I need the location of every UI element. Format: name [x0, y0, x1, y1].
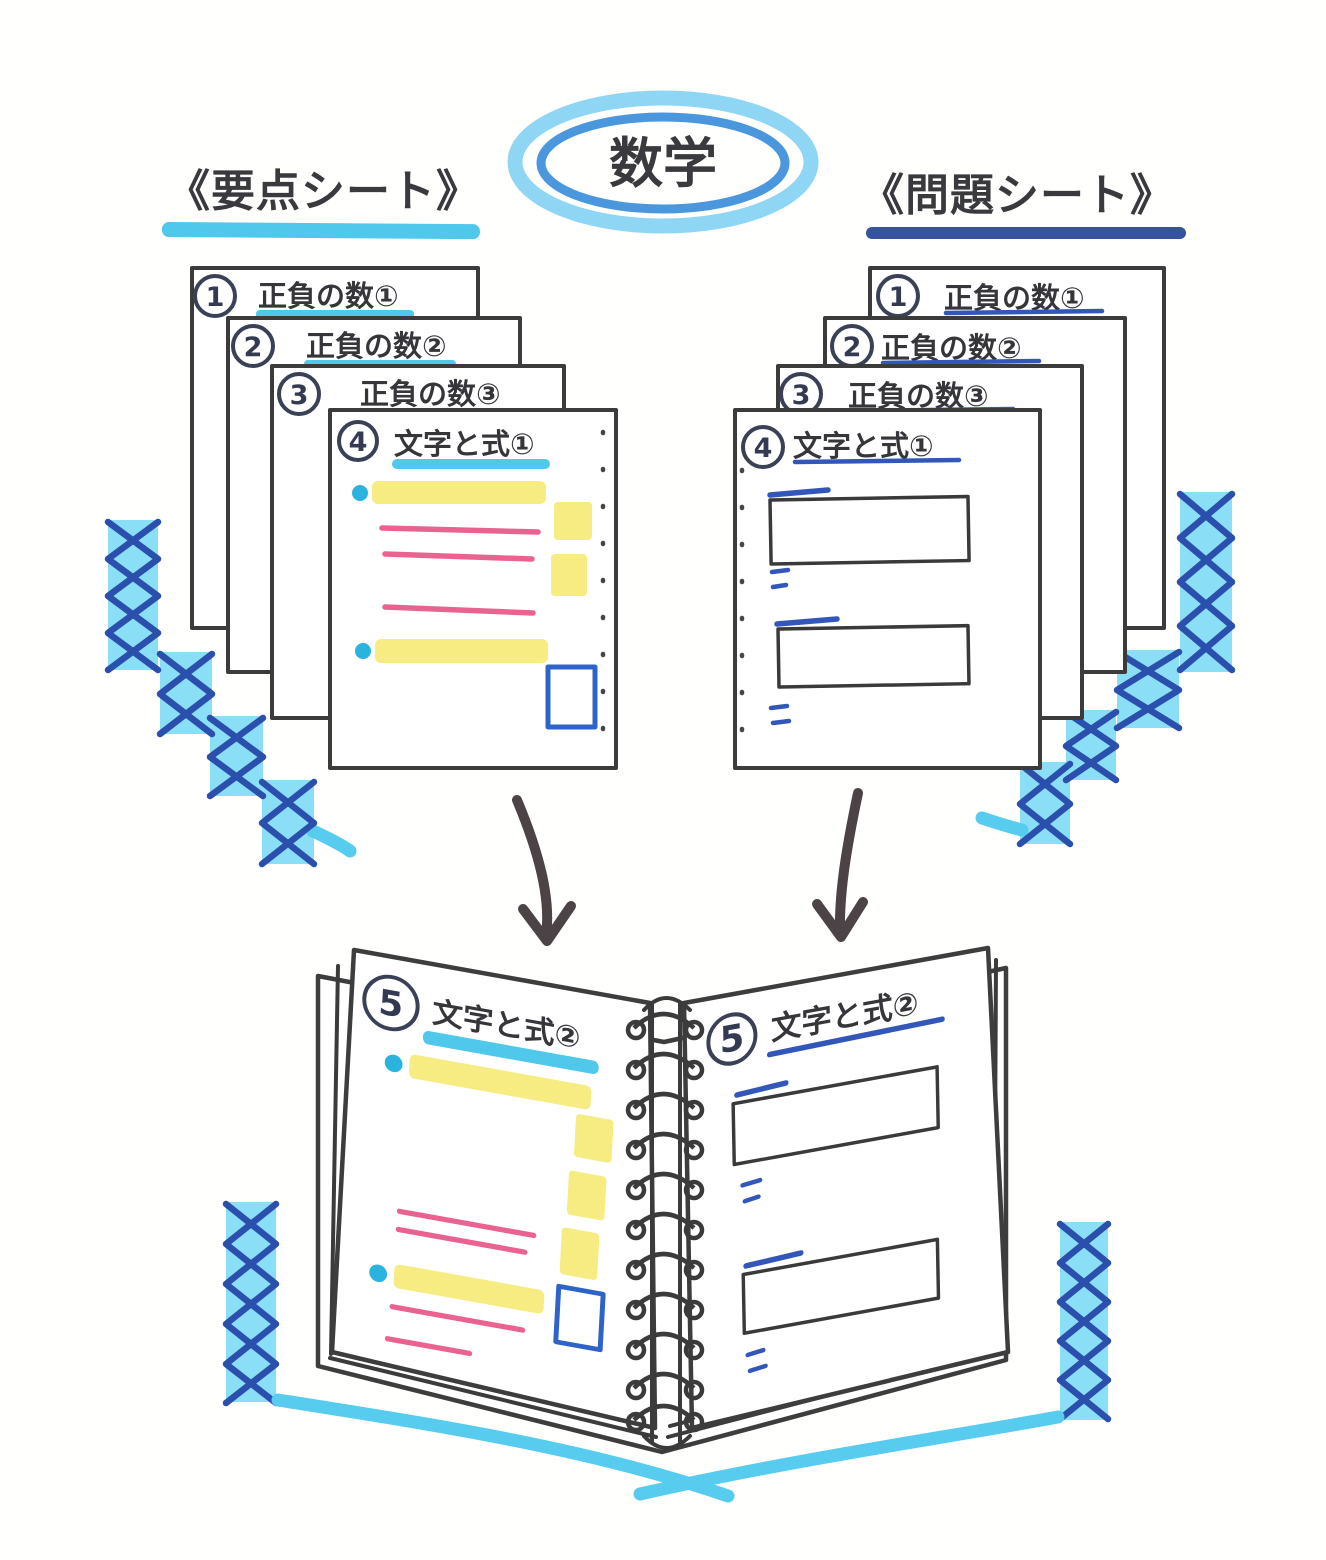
problem-heading-text: 《問題シート》	[860, 170, 1175, 221]
sheet-number: 2	[843, 332, 862, 363]
sheet-title: 文字と式①	[394, 427, 535, 461]
summary-sheet-4: 4 文字と式①	[328, 408, 618, 770]
summary-sheet-stack: 1 正負の数① 2 正負の数② 3 正負の数③ 4 文字と式①	[190, 266, 618, 770]
subject-oval-inner	[536, 112, 790, 214]
page-number-circle	[706, 1012, 758, 1066]
crosshatch-band-upper-right	[975, 490, 1236, 848]
problem-heading-underline	[866, 227, 1186, 239]
subject-title: 数学	[609, 132, 717, 195]
sheet-title-underline	[880, 358, 1042, 366]
page-title-underline	[766, 1016, 945, 1058]
page-number: 5	[719, 1015, 744, 1063]
sheet-number-circle	[277, 372, 321, 416]
summary-sheet-notes	[352, 429, 606, 753]
page-number-circle	[362, 974, 420, 1032]
answer-box	[731, 1065, 940, 1167]
sheet-title: 文字と式①	[793, 429, 934, 463]
sheet-number-circle	[741, 425, 785, 469]
arrow-right-down	[812, 788, 868, 942]
subject-oval-outer	[507, 90, 819, 234]
sheet-number: 1	[889, 282, 908, 313]
sheet-number: 4	[754, 433, 773, 464]
crosshatch-band-lower-left	[222, 1200, 280, 1407]
problem-heading: 《問題シート》	[860, 170, 1186, 239]
sheet-number: 1	[206, 282, 225, 313]
left-page-content: 5 文字と式②	[362, 974, 614, 1357]
summary-heading-underline	[161, 222, 480, 240]
answer-box	[776, 623, 971, 689]
page-title-highlight	[422, 1031, 599, 1074]
sheet-title-highlight	[392, 459, 550, 469]
crosshatch-band-upper-left	[104, 518, 357, 868]
problem-sheet-4: 4 文字と式①	[733, 408, 1042, 770]
summary-heading: 《要点シート》	[161, 166, 481, 240]
cyan-swoosh-underline	[271, 1393, 1065, 1503]
subject-badge: 数学	[507, 90, 819, 234]
summary-heading-text: 《要点シート》	[166, 166, 481, 217]
sheet-number: 3	[290, 380, 309, 411]
sheet-number: 3	[792, 380, 811, 411]
sheet-title: 正負の数③	[848, 379, 989, 413]
sheet-title-underline	[792, 457, 962, 465]
spiral-binding	[628, 996, 702, 1450]
sheet-title: 正負の数②	[306, 329, 447, 363]
sheet-title: 正負の数①	[258, 279, 399, 313]
sheet-number-circle	[193, 274, 237, 318]
sheet-number-circle	[337, 420, 379, 462]
sheet-title: 正負の数③	[360, 377, 501, 411]
binder-notebook: 5 文字と式② 5 文字と式②	[315, 945, 1011, 1455]
page-number: 5	[377, 982, 404, 1026]
sheet-number: 4	[349, 427, 368, 458]
sheet-number: 2	[244, 332, 263, 363]
problem-sheet-stack: 1 正負の数① 2 正負の数② 3 正負の数③ 4 文字と式①	[733, 266, 1166, 770]
arrow-left-down	[512, 795, 576, 946]
answer-box	[741, 1237, 941, 1336]
crosshatch-band-lower-right	[1056, 1220, 1112, 1423]
sheet-title-underline	[943, 308, 1105, 316]
problem-sheet-exercises	[739, 467, 971, 758]
answer-box	[768, 494, 971, 566]
sheet-number-circle	[231, 324, 275, 368]
